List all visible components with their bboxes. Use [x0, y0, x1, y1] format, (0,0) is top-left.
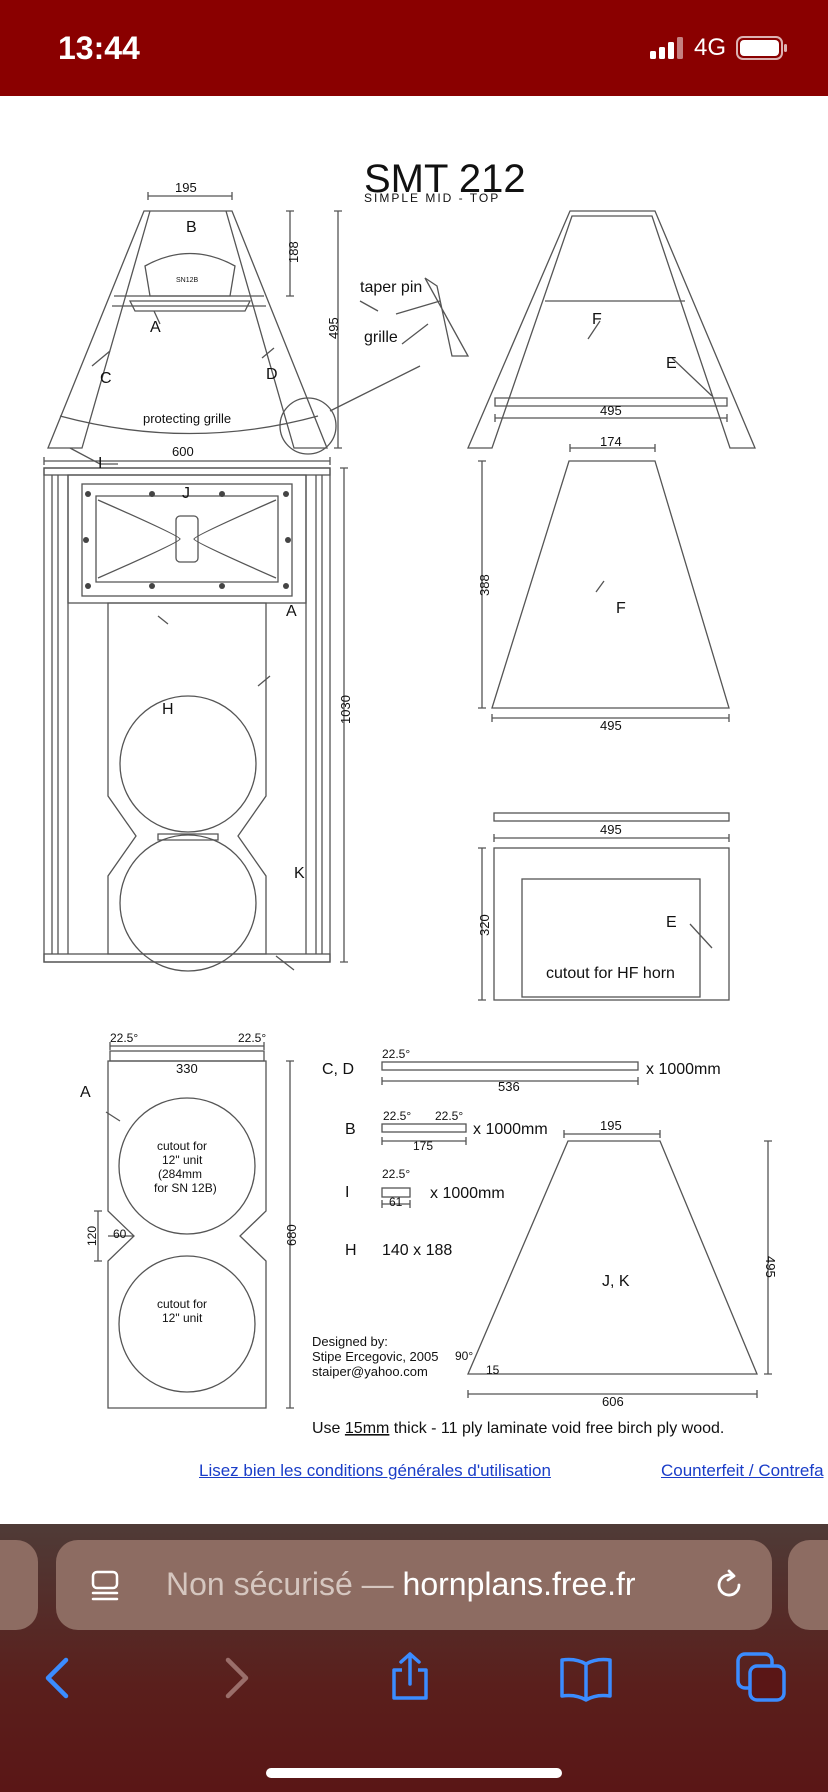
dim-320: 320 [477, 914, 492, 936]
dim-61: 61 [389, 1195, 403, 1209]
label-cutout-hf: cutout for HF horn [546, 965, 675, 982]
next-tab-peek[interactable] [788, 1540, 828, 1630]
designer-l2: Stipe Ercegovic, 2005 [312, 1349, 438, 1364]
label-protecting-grille: protecting grille [143, 411, 231, 426]
reload-icon[interactable] [712, 1568, 746, 1602]
cutout-12-l3: (284mm [158, 1167, 202, 1181]
url-host: hornplans.free.fr [402, 1566, 636, 1602]
address-bar[interactable]: Non sécurisé — hornplans.free.fr [56, 1540, 772, 1630]
dim-330: 330 [176, 1061, 198, 1076]
reader-mode-icon[interactable] [90, 1570, 122, 1602]
cutout-12-l4: for SN 12B) [154, 1181, 217, 1195]
speaker-plan-drawing: SMT 212 SIMPLE MID - TOP 195 188 495 B A… [43, 157, 778, 1437]
status-bar: 13:44 4G [0, 0, 828, 96]
label-e-panel: E [666, 914, 677, 931]
driver-model: SN12B [176, 277, 199, 284]
x1000-i: x 1000mm [430, 1185, 505, 1202]
dim-606: 606 [602, 1394, 624, 1409]
dim-495-e: 495 [600, 822, 622, 837]
label-a-panel: A [80, 1084, 91, 1101]
x1000-cd: x 1000mm [646, 1061, 721, 1078]
dim-22-5-cd: 22.5° [382, 1047, 410, 1061]
label-d: D [266, 366, 278, 383]
signal-icon [649, 37, 683, 59]
label-jk: J, K [602, 1273, 630, 1290]
label-f-top: F [592, 311, 602, 328]
h-size: 140 x 188 [382, 1242, 452, 1259]
label-grille: grille [364, 329, 398, 346]
status-indicators: 4G [649, 34, 788, 62]
not-secure-label: Non sécurisé — [166, 1566, 403, 1602]
label-b-strip: B [345, 1121, 356, 1138]
dim-174: 174 [600, 434, 622, 449]
dim-388: 388 [477, 574, 492, 596]
battery-icon [736, 36, 787, 60]
dim-22-5-b-left: 22.5° [383, 1109, 411, 1123]
x1000-b: x 1000mm [473, 1121, 548, 1138]
back-icon[interactable] [28, 1648, 88, 1708]
designer-l3: staiper@yahoo.com [312, 1364, 428, 1379]
dim-536: 536 [498, 1079, 520, 1094]
tabs-icon[interactable] [732, 1648, 792, 1708]
label-e-top: E [666, 355, 677, 372]
dim-22-5-b-right: 22.5° [435, 1109, 463, 1123]
previous-tab-peek[interactable] [0, 1540, 38, 1630]
home-indicator[interactable] [266, 1768, 562, 1778]
label-k-front: K [294, 865, 305, 882]
dim-120: 120 [85, 1226, 99, 1246]
label-j-front: J [182, 485, 190, 502]
dim-495-jk: 495 [763, 1256, 778, 1278]
cutout-12-l2: 12" unit [162, 1153, 203, 1167]
share-icon[interactable] [380, 1648, 440, 1708]
drawing-subtitle: SIMPLE MID - TOP [364, 191, 500, 205]
dim-495-vert: 495 [326, 317, 341, 339]
label-a-top: A [150, 319, 161, 336]
terms-link[interactable]: Lisez bien les conditions générales d'ut… [199, 1461, 551, 1480]
label-i-top: I [98, 455, 102, 472]
dim-195-jk: 195 [600, 1118, 622, 1133]
dim-22-5-i: 22.5° [382, 1167, 410, 1181]
label-cd: C, D [322, 1061, 354, 1078]
dim-90: 90° [455, 1349, 473, 1363]
cutout-12b-l2: 12" unit [162, 1311, 203, 1325]
bookmarks-icon[interactable] [556, 1648, 616, 1708]
label-f-panel: F [616, 600, 626, 617]
label-b-top: B [186, 219, 197, 236]
label-a-front: A [286, 603, 297, 620]
dim-495-f: 495 [600, 718, 622, 733]
label-h-strip: H [345, 1242, 357, 1259]
browser-toolbar: Non sécurisé — hornplans.free.fr [0, 1524, 828, 1792]
drawing-title: SMT 212 [364, 157, 526, 201]
forward-icon[interactable] [206, 1648, 266, 1708]
dim-1030: 1030 [338, 695, 353, 724]
counterfeit-link[interactable]: Counterfeit / Contrefa [661, 1461, 824, 1480]
material-note: Use 15mm thick - 11 ply laminate void fr… [312, 1420, 724, 1437]
url-text[interactable]: Non sécurisé — hornplans.free.fr [166, 1566, 636, 1603]
cutout-12b-l1: cutout for [157, 1297, 207, 1311]
cutout-12-l1: cutout for [157, 1139, 207, 1153]
label-h-front: H [162, 701, 174, 718]
dim-15: 15 [486, 1363, 500, 1377]
dim-495-top-right: 495 [600, 403, 622, 418]
dim-680: 680 [284, 1224, 299, 1246]
dim-60: 60 [113, 1227, 127, 1241]
designer-l1: Designed by: [312, 1334, 388, 1349]
dim-175: 175 [413, 1139, 433, 1153]
status-time: 13:44 [58, 30, 140, 66]
dim-22-5-left: 22.5° [110, 1031, 138, 1045]
dim-600: 600 [172, 444, 194, 459]
web-page[interactable]: SMT 212 SIMPLE MID - TOP 195 188 495 B A… [0, 96, 828, 1524]
network-type: 4G [693, 34, 726, 61]
dim-22-5-right: 22.5° [238, 1031, 266, 1045]
dim-195-top: 195 [175, 180, 197, 195]
label-c: C [100, 370, 112, 387]
label-i-strip: I [345, 1184, 349, 1201]
label-taper-pin: taper pin [360, 279, 422, 296]
dim-188: 188 [286, 241, 301, 263]
